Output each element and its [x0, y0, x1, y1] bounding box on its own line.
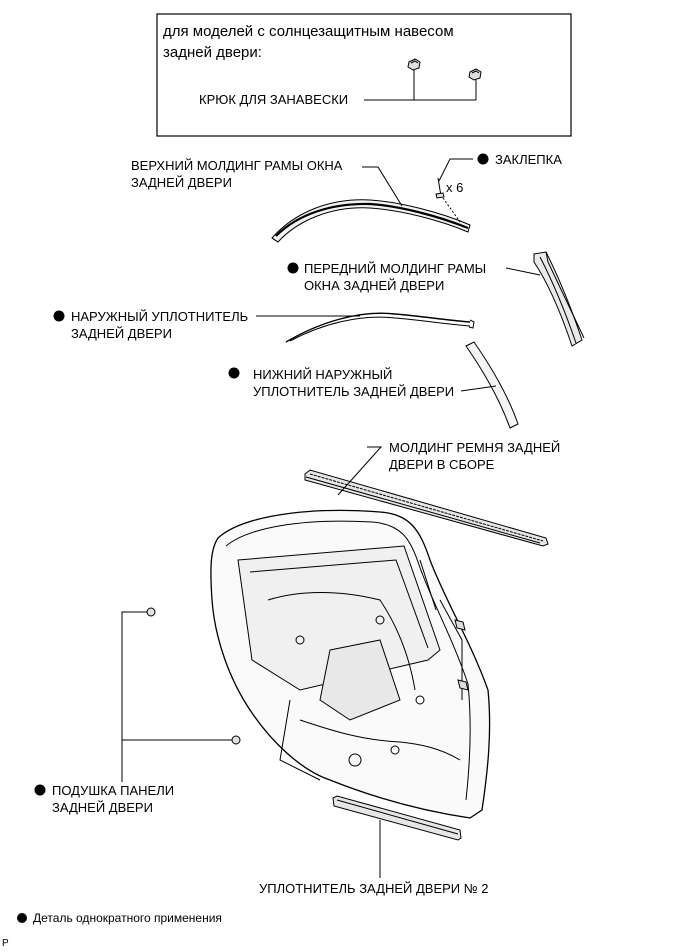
seal-no2-label: УПЛОТНИТЕЛЬ ЗАДНЕЙ ДВЕРИ № 2 [259, 881, 489, 896]
rivet-part [435, 177, 461, 223]
rivet-quantity: x 6 [446, 180, 464, 195]
outer-seal-bullet [53, 310, 65, 322]
upper-molding-label-1: ВЕРХНИЙ МОЛДИНГ РАМЫ ОКНА [131, 158, 343, 173]
door-seal-no2 [332, 795, 462, 841]
upper-molding-leader [362, 166, 403, 207]
front-molding-label-1: ПЕРЕДНИЙ МОЛДИНГ РАМЫ [304, 261, 487, 276]
lower-seal-label-1: НИЖНИЙ НАРУЖНЫЙ [253, 367, 393, 382]
lower-outer-seal [465, 341, 519, 429]
upper-molding-label-2: ЗАДНЕЙ ДВЕРИ [131, 175, 232, 190]
rivet-leader [438, 158, 473, 182]
outer-door-seal [285, 312, 475, 343]
curtain-hook-left [407, 58, 421, 100]
cushion-label-2: ЗАДНЕЙ ДВЕРИ [52, 800, 153, 815]
belt-molding [304, 469, 549, 547]
lower-seal-bullet [228, 367, 240, 379]
lower-seal-label-2: УПЛОТНИТЕЛЬ ЗАДНЕЙ ДВЕРИ [253, 384, 455, 399]
rivet-bullet [477, 153, 489, 165]
hook-label: КРЮК ДЛЯ ЗАНАВЕСКИ [199, 92, 349, 107]
front-molding-bullet [287, 262, 299, 274]
outer-seal-label-2: ЗАДНЕЙ ДВЕРИ [71, 326, 172, 341]
inset-title-line2: задней двери: [163, 44, 262, 61]
cushion-label-1: ПОДУШКА ПАНЕЛИ [52, 783, 175, 798]
cushion-upper [146, 607, 156, 617]
curtain-hook-right [468, 68, 482, 100]
upper-frame-molding [271, 199, 471, 243]
belt-molding-label-1: МОЛДИНГ РЕМНЯ ЗАДНЕЙ [389, 440, 561, 455]
cushion-bullet [34, 784, 46, 796]
cushion-lower [231, 735, 241, 745]
corner-code: P [2, 938, 9, 949]
legend-bullet [17, 913, 27, 923]
inset-box [156, 13, 572, 137]
front-molding-leader [505, 267, 541, 276]
legend-text: Деталь однократного применения [33, 911, 222, 925]
door-panel [210, 509, 491, 819]
inset-title-line1: для моделей с солнцезащитным навесом [163, 23, 454, 40]
front-frame-molding [533, 251, 585, 347]
outer-seal-label-1: НАРУЖНЫЙ УПЛОТНИТЕЛЬ [71, 309, 249, 324]
cushion-leader [121, 611, 232, 741]
lower-seal-leader [460, 385, 497, 392]
belt-molding-label-2: ДВЕРИ В СБОРЕ [389, 457, 495, 472]
rivet-label: ЗАКЛЕПКА [495, 152, 562, 167]
belt-molding-leader [337, 446, 383, 496]
front-molding-label-2: ОКНА ЗАДНЕЙ ДВЕРИ [304, 278, 445, 293]
